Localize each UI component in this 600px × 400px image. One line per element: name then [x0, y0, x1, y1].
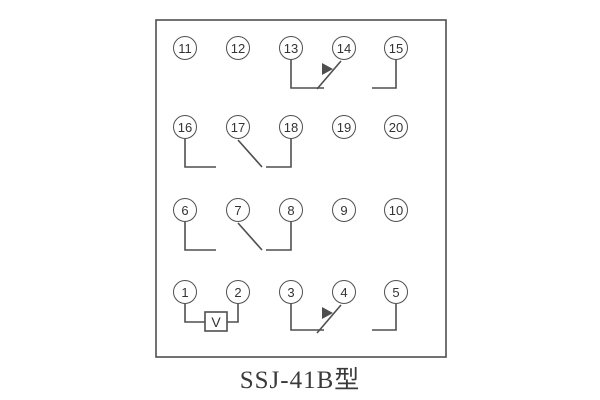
- terminal-6: 6: [173, 198, 197, 222]
- contact-blade: [237, 222, 263, 251]
- terminal-9: 9: [332, 198, 356, 222]
- terminal-4: 4: [332, 280, 356, 304]
- terminal-2-lead: [227, 304, 239, 323]
- contact-arrow-icon: [322, 307, 333, 319]
- terminal-1: 1: [173, 280, 197, 304]
- contact-group-13-14-15: [290, 60, 397, 90]
- contact-blade: [237, 139, 263, 168]
- voltage-element-box: [204, 311, 228, 332]
- terminal-8-lead: [266, 222, 292, 251]
- terminal-6-lead: [184, 222, 216, 251]
- contact-arrow-icon: [322, 63, 333, 75]
- contact-blade: [316, 304, 342, 334]
- voltage-element-group-1-2: V: [184, 304, 239, 332]
- terminal-15-lead: [372, 60, 397, 89]
- terminal-5-lead: [372, 304, 397, 331]
- terminal-11: 11: [173, 36, 197, 60]
- terminal-7: 7: [226, 198, 250, 222]
- terminal-20: 20: [384, 115, 408, 139]
- terminal-8: 8: [279, 198, 303, 222]
- contact-group-3-4-5: [290, 304, 397, 334]
- terminal-3: 3: [279, 280, 303, 304]
- terminal-14: 14: [332, 36, 356, 60]
- terminal-18: 18: [279, 115, 303, 139]
- terminal-15: 15: [384, 36, 408, 60]
- terminal-12: 12: [226, 36, 250, 60]
- terminal-13: 13: [279, 36, 303, 60]
- terminal-3-lead: [290, 304, 324, 331]
- terminal-19: 19: [332, 115, 356, 139]
- terminal-13-lead: [290, 60, 324, 89]
- terminal-18-lead: [266, 139, 292, 168]
- terminal-17: 17: [226, 115, 250, 139]
- terminal-5: 5: [384, 280, 408, 304]
- contact-group-6-7-8: [184, 222, 292, 251]
- terminal-2: 2: [226, 280, 250, 304]
- contact-group-16-17-18: [184, 139, 292, 168]
- case-outline: [155, 19, 447, 358]
- contact-blade: [316, 60, 342, 90]
- voltage-element-label: V: [211, 314, 221, 330]
- terminal-16-lead: [184, 139, 216, 168]
- terminal-10: 10: [384, 198, 408, 222]
- diagram-caption: SSJ-41B型: [239, 367, 361, 394]
- terminal-16: 16: [173, 115, 197, 139]
- terminal-1-lead: [184, 304, 205, 323]
